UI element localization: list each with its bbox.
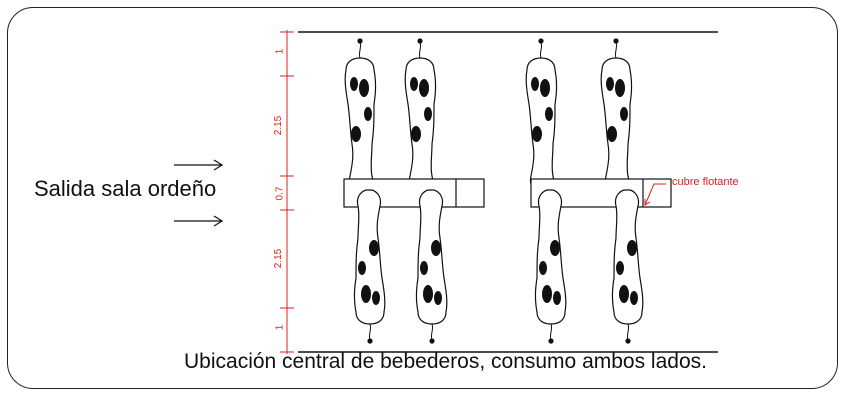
dim-bottom: 1: [274, 324, 286, 331]
drawing-frame: [7, 7, 838, 389]
exit-arrows: [174, 159, 224, 227]
dim-top: 1: [274, 48, 286, 55]
dimension-line: [280, 30, 294, 354]
cow-bottom-4: [613, 190, 643, 344]
cow-top-2: [404, 37, 437, 193]
cow-bottom-2: [417, 190, 447, 344]
cow-bottom-3: [536, 190, 566, 344]
cow-top-3: [525, 37, 558, 193]
dim-lower: 2.15: [273, 248, 285, 269]
cover-leader: [644, 183, 666, 206]
cow-top-1: [344, 37, 377, 193]
exit-label: Salida sala ordeño: [34, 176, 217, 201]
dim-trough: 0.7: [274, 186, 286, 201]
cow-top-4: [600, 37, 633, 193]
caption: Ubicación central de bebederos, consumo …: [184, 350, 707, 373]
dim-upper: 2.15: [273, 115, 285, 136]
cover-label: cubre flotante: [672, 176, 739, 188]
cow-bottom-1: [355, 190, 385, 344]
